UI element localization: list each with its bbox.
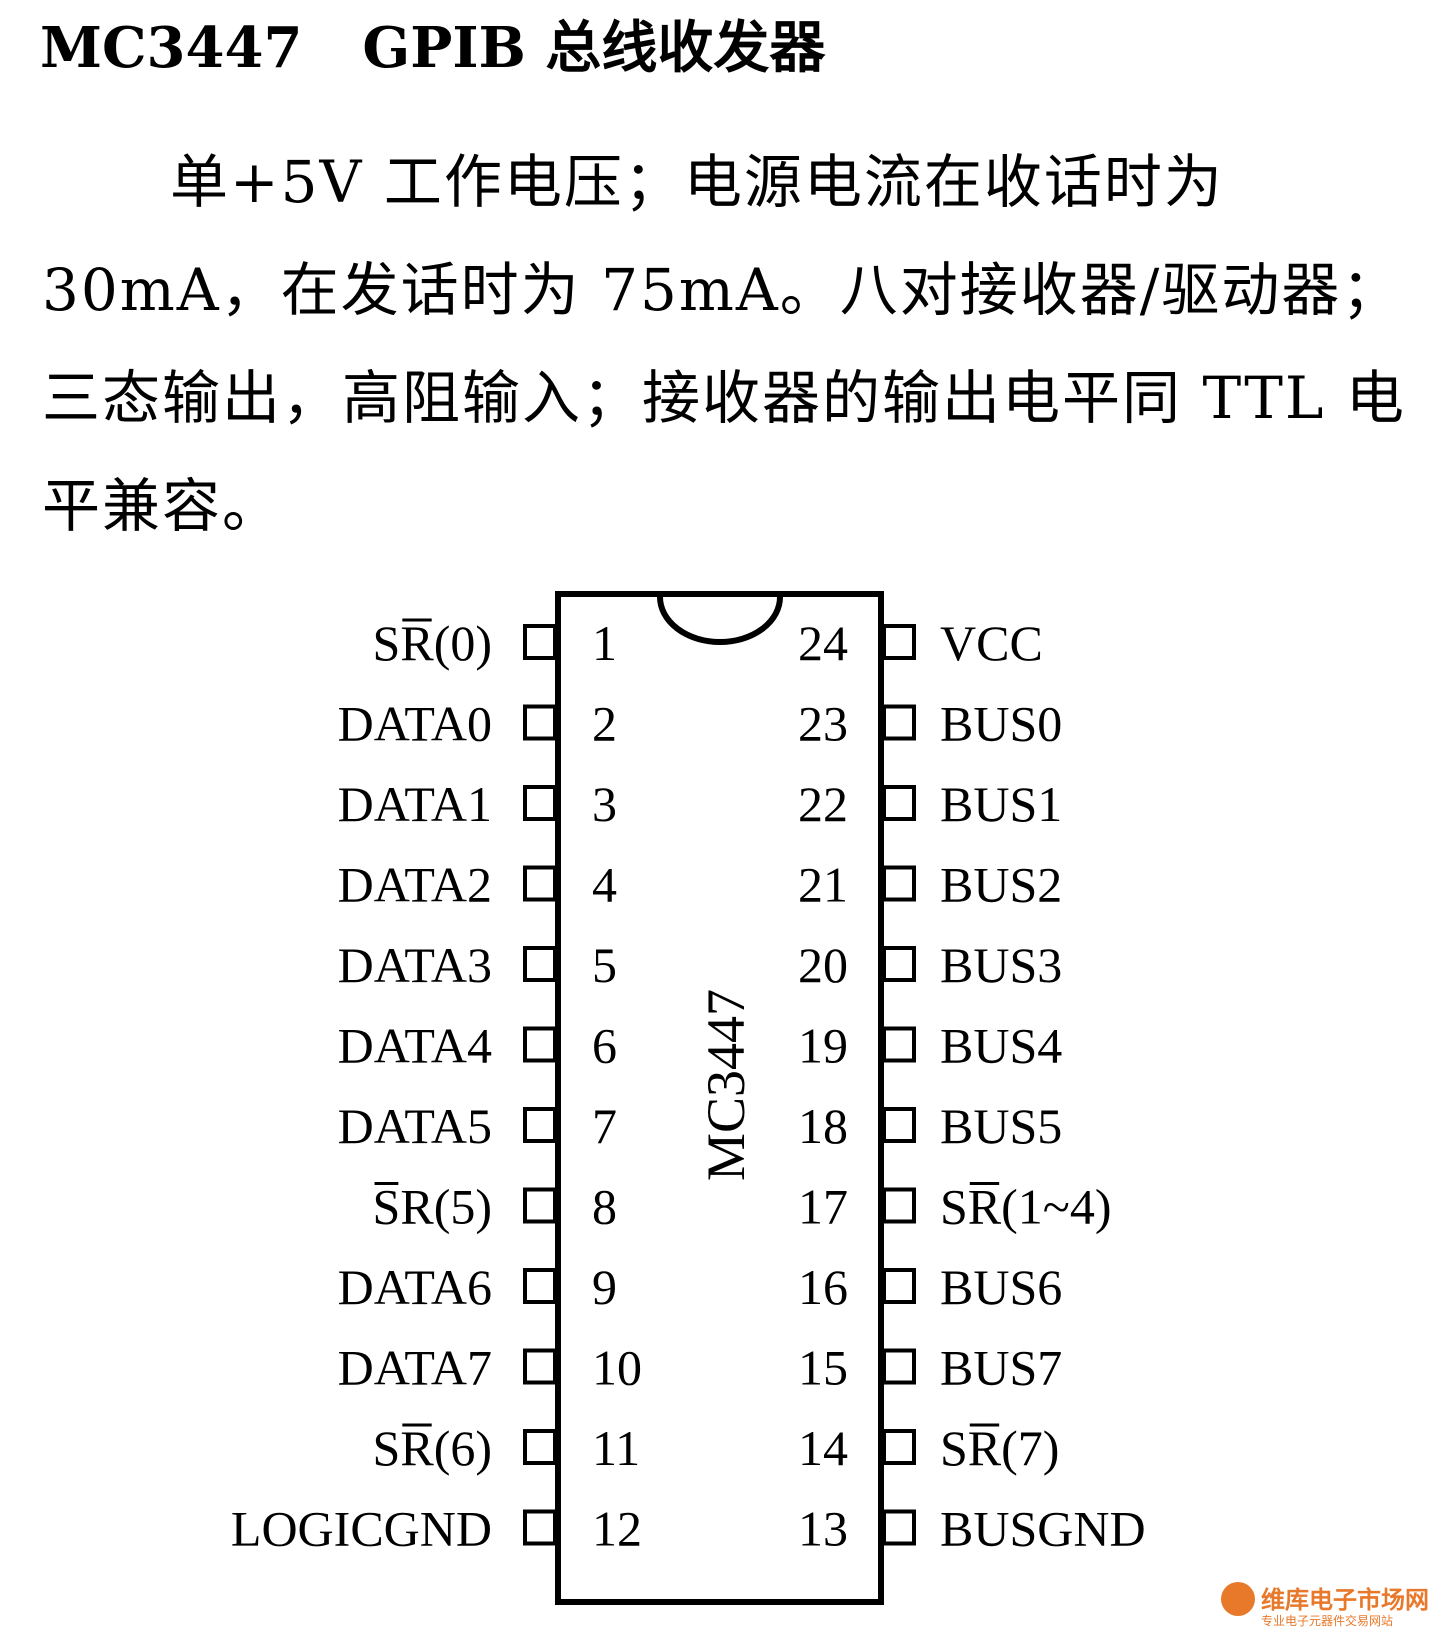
right-pin-15-lead	[882, 1348, 916, 1385]
right-pin-13-lead	[882, 1509, 916, 1546]
watermark-subtitle: 专业电子元器件交易网站	[1261, 1614, 1394, 1628]
left-pin-7-label: DATA5	[338, 1098, 492, 1154]
right-pin-20-label: BUS3	[940, 937, 1062, 993]
right-pin-24-lead	[882, 624, 916, 660]
right-pin-19-label: BUS4	[940, 1018, 1062, 1074]
right-pin-21-number: 21	[798, 857, 848, 913]
right-pin-16-lead	[882, 1268, 916, 1304]
right-pin-19-lead	[882, 1026, 916, 1063]
title-part-number: MC3447	[40, 15, 303, 81]
right-pin-24-number: 24	[798, 615, 848, 671]
left-pin-2-lead	[523, 704, 557, 741]
left-pin-11-number: 11	[592, 1420, 640, 1476]
right-pin-22-number: 22	[798, 776, 848, 832]
right-pin-23-number: 23	[798, 696, 848, 752]
right-pin-14-label: SR(7)	[940, 1420, 1059, 1476]
left-pin-10-lead	[523, 1348, 557, 1385]
left-pin-3-lead	[523, 785, 557, 821]
right-pin-16-label: BUS6	[940, 1259, 1062, 1315]
left-pin-11-label: SR(6)	[373, 1420, 492, 1476]
left-pin-4-lead	[523, 865, 557, 902]
right-pin-19-number: 19	[798, 1018, 848, 1074]
left-pin-10-label: DATA7	[338, 1340, 492, 1396]
left-pin-8-number: 8	[592, 1179, 617, 1235]
left-pin-4-label: DATA2	[338, 857, 492, 913]
left-pin-4-number: 4	[592, 857, 617, 913]
left-pin-6-lead	[523, 1026, 557, 1063]
right-pin-17-lead	[882, 1187, 916, 1224]
left-pin-9-label: DATA6	[338, 1259, 492, 1315]
watermark-brand: 维库电子市场网	[1261, 1586, 1429, 1614]
right-pin-20-lead	[882, 946, 916, 982]
left-pin-2-number: 2	[592, 696, 617, 752]
right-pin-21-lead	[882, 865, 916, 902]
right-pin-13-label: BUSGND	[940, 1501, 1146, 1557]
left-pin-6-number: 6	[592, 1018, 617, 1074]
left-pin-1-lead	[523, 624, 557, 660]
left-pin-11-lead	[523, 1429, 557, 1465]
title-name: GPIB 总线收发器	[362, 15, 826, 81]
left-pin-group: 1SR(0)2DATA03DATA14DATA25DATA36DATA47DAT…	[231, 615, 642, 1557]
left-pin-2-label: DATA0	[338, 696, 492, 752]
right-pin-18-lead	[882, 1107, 916, 1143]
right-pin-20-number: 20	[798, 937, 848, 993]
left-pin-5-number: 5	[592, 937, 617, 993]
right-pin-18-label: BUS5	[940, 1098, 1062, 1154]
left-pin-6-label: DATA4	[338, 1018, 492, 1074]
right-pin-17-label: SR(1~4)	[940, 1179, 1112, 1235]
left-pin-1-label: SR(0)	[373, 615, 492, 671]
right-pin-23-label: BUS0	[940, 696, 1062, 752]
right-pin-22-label: BUS1	[940, 776, 1062, 832]
left-pin-3-label: DATA1	[338, 776, 492, 832]
right-pin-16-number: 16	[798, 1259, 848, 1315]
right-pin-22-lead	[882, 785, 916, 821]
right-pin-18-number: 18	[798, 1098, 848, 1154]
left-pin-5-lead	[523, 946, 557, 982]
left-pin-10-number: 10	[592, 1340, 642, 1396]
right-pin-15-number: 15	[798, 1340, 848, 1396]
right-pin-13-number: 13	[798, 1501, 848, 1557]
left-pin-9-number: 9	[592, 1259, 617, 1315]
left-pin-8-lead	[523, 1187, 557, 1224]
pinout-diagram: MC3447 1SR(0)2DATA03DATA14DATA25DATA36DA…	[231, 591, 1146, 1605]
right-pin-14-number: 14	[798, 1420, 848, 1476]
watermark: 维库电子市场网 专业电子元器件交易网站	[1221, 1578, 1429, 1636]
left-pin-1-number: 1	[592, 615, 617, 671]
left-pin-12-label: LOGICGND	[231, 1501, 492, 1557]
chip-body	[555, 591, 884, 1605]
right-pin-21-label: BUS2	[940, 857, 1062, 913]
left-pin-12-number: 12	[592, 1501, 642, 1557]
right-pin-17-number: 17	[798, 1179, 848, 1235]
right-pin-15-label: BUS7	[940, 1340, 1062, 1396]
right-pin-24-label: VCC	[940, 615, 1043, 671]
right-pin-14-lead	[882, 1429, 916, 1465]
watermark-logo-icon	[1221, 1582, 1255, 1616]
left-pin-7-lead	[523, 1107, 557, 1143]
left-pin-5-label: DATA3	[338, 937, 492, 993]
left-pin-9-lead	[523, 1268, 557, 1304]
left-pin-3-number: 3	[592, 776, 617, 832]
left-pin-12-lead	[523, 1509, 557, 1546]
right-pin-23-lead	[882, 704, 916, 741]
left-pin-8-label: SR(5)	[373, 1179, 492, 1235]
left-pin-7-number: 7	[592, 1098, 617, 1154]
chip-body-label: MC3447	[696, 989, 756, 1181]
description: 单+5V 工作电压；电源电流在收话时为30mA，在发话时为 75mA。八对接收器…	[42, 148, 1406, 540]
pin1-notch	[657, 596, 783, 645]
